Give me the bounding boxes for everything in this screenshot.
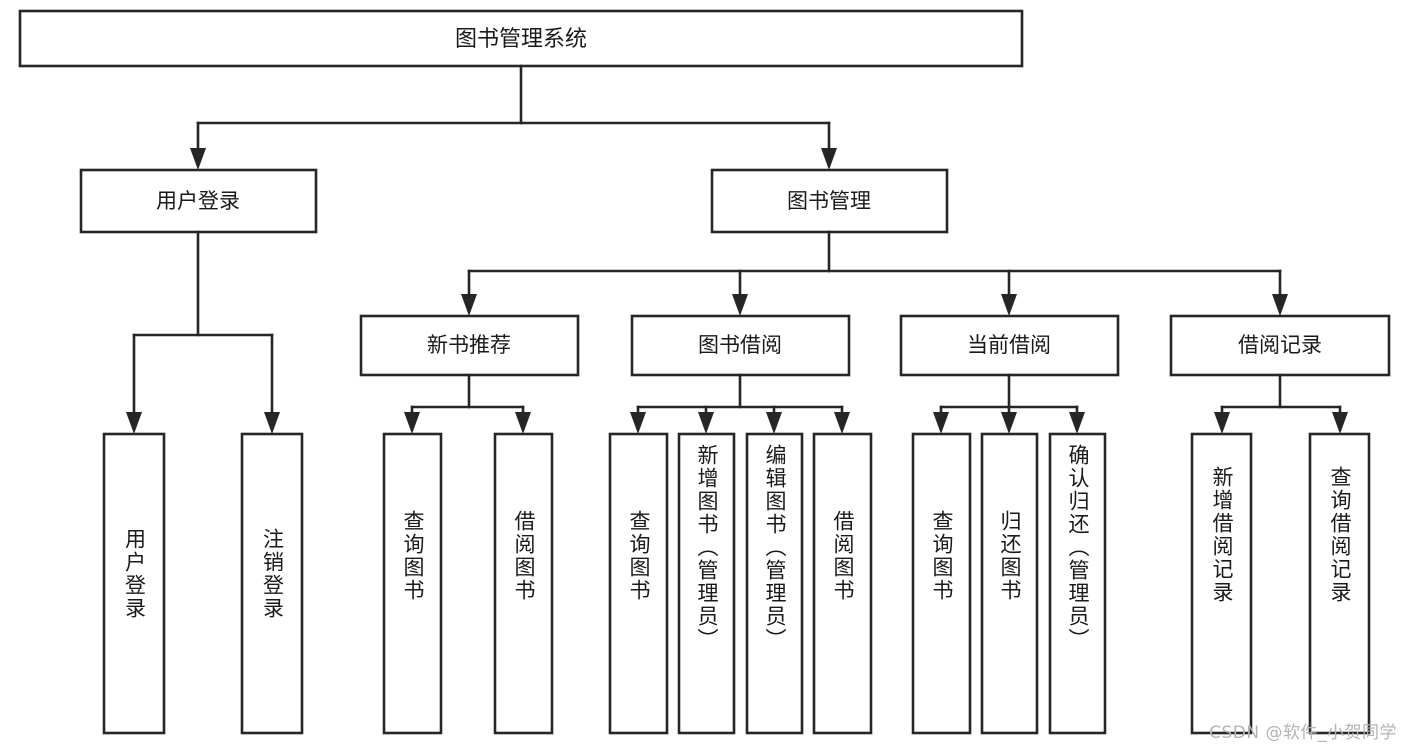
- arrow-head-icon: [264, 412, 280, 434]
- node-user-login-label: 用户登录: [156, 189, 240, 213]
- arrow-head-icon: [1332, 412, 1348, 434]
- connector-user-login-to-leaves: [126, 230, 280, 434]
- node-new-book-recommend-box[interactable]: [359, 314, 580, 377]
- node-book-borrow[interactable]: 图书借阅: [630, 314, 851, 377]
- node-borrow-record-label: 借阅记录: [1238, 333, 1322, 357]
- node-root-label: 图书管理系统: [455, 27, 587, 52]
- arrow-head-icon: [630, 412, 646, 434]
- arrow-head-icon: [1272, 294, 1288, 316]
- leaf-box-query-book-1[interactable]: [382, 432, 443, 735]
- leaf-box-add-borrow-record[interactable]: [1190, 432, 1253, 735]
- node-current-borrow-box[interactable]: [899, 314, 1120, 377]
- connector-book-borrow-to-leaves: [630, 373, 850, 434]
- arrow-head-icon: [404, 412, 420, 434]
- leaf-box-add-book-admin[interactable]: [677, 432, 736, 735]
- node-borrow-record[interactable]: 借阅记录: [1169, 314, 1391, 377]
- connector-root-to-level2: [190, 64, 837, 170]
- leaf-box-query-borrow-record[interactable]: [1308, 432, 1371, 735]
- node-current-borrow-label: 当前借阅: [967, 333, 1051, 357]
- leaf-box-return-book[interactable]: [980, 432, 1039, 735]
- arrow-head-icon: [190, 148, 206, 170]
- leaf-box-query-book-3[interactable]: [911, 432, 972, 735]
- leaf-box-user-login[interactable]: [102, 432, 166, 735]
- leaf-box-borrow-book-2[interactable]: [812, 432, 873, 735]
- arrow-head-icon: [933, 412, 949, 434]
- arrow-head-icon: [698, 412, 714, 434]
- arrow-head-icon: [1069, 412, 1085, 434]
- leaf-box-query-book-2[interactable]: [608, 432, 669, 735]
- node-new-book-recommend[interactable]: 新书推荐: [359, 314, 580, 377]
- arrow-head-icon: [766, 412, 782, 434]
- node-user-login-box[interactable]: [79, 168, 318, 234]
- arrow-head-icon: [834, 412, 850, 434]
- arrow-head-icon: [1001, 294, 1017, 316]
- connector-new-book-recommend-to-leaves: [404, 373, 531, 434]
- leaf-box-logout[interactable]: [240, 432, 304, 735]
- arrow-head-icon: [515, 412, 531, 434]
- node-user-login[interactable]: 用户登录: [79, 168, 318, 234]
- arrow-head-icon: [821, 148, 837, 170]
- arrow-head-icon: [1214, 412, 1230, 434]
- arrow-head-icon: [732, 294, 748, 316]
- connector-book-management-to-level3: [461, 230, 1288, 316]
- arrow-head-icon: [126, 412, 142, 434]
- leaf-box-edit-book-admin[interactable]: [745, 432, 804, 735]
- leaf-box-borrow-book-1[interactable]: [493, 432, 554, 735]
- watermark-text: CSDN @软件_小贺同学: [1209, 723, 1397, 743]
- connector-borrow-record-to-leaves: [1214, 373, 1348, 434]
- node-current-borrow[interactable]: 当前借阅: [899, 314, 1120, 377]
- node-book-management-label: 图书管理: [787, 189, 871, 213]
- arrow-head-icon: [461, 294, 477, 316]
- leaf-box-confirm-return-admin[interactable]: [1048, 432, 1107, 735]
- node-book-borrow-label: 图书借阅: [698, 333, 782, 357]
- node-root[interactable]: 图书管理系统: [18, 9, 1024, 68]
- node-book-management[interactable]: 图书管理: [710, 168, 949, 234]
- arrow-head-icon: [1001, 412, 1017, 434]
- node-new-book-recommend-label: 新书推荐: [427, 333, 511, 357]
- connector-current-borrow-to-leaves: [933, 373, 1085, 434]
- node-root-box[interactable]: [18, 9, 1024, 68]
